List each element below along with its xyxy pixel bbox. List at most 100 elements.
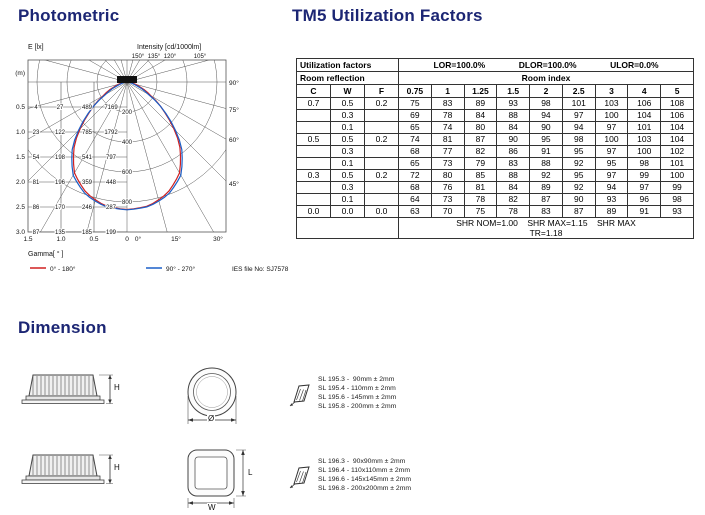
model-line: SL 195.4 - 110mm ± 2mm [318, 385, 396, 392]
x-tick: 0.5 [89, 236, 98, 243]
lux-value: 785 [82, 130, 93, 136]
table-cell: 99 [627, 169, 662, 182]
utilization-factors-header: Utilization factors [296, 58, 399, 72]
lux-value: 287 [106, 205, 117, 211]
ring-label: 600 [122, 170, 133, 176]
table-cell: 0.3 [330, 145, 365, 158]
table-cell: 98 [660, 193, 694, 206]
model-line: SL 196.6 - 145x145mm ± 2mm [318, 476, 412, 483]
x-tick: 0 [125, 236, 129, 243]
table-cell: 100 [627, 145, 662, 158]
ring-label: 800 [122, 200, 133, 206]
round-model-list: SL 195.3 - 90mm ± 2mm SL 195.4 - 110mm ±… [318, 375, 396, 411]
table-cell: 92 [529, 169, 563, 182]
cutout-section-icon [289, 466, 310, 489]
round-topview-drawing [187, 367, 237, 424]
table-cell: 104 [660, 133, 694, 146]
distance-tick: 0.5 [16, 104, 25, 111]
lux-value: 246 [82, 205, 93, 211]
lux-value: 1792 [104, 130, 118, 136]
table-cell: 78 [463, 193, 498, 206]
table-cell: 94 [594, 181, 629, 194]
table-cell: 87 [561, 205, 596, 218]
cut-outline [293, 466, 310, 485]
table-cell: 90 [561, 193, 596, 206]
distance-tick: 2.5 [16, 204, 25, 211]
meter-unit-label: (m) [15, 70, 25, 77]
table-cell: 97 [627, 181, 662, 194]
table-cell: 100 [594, 109, 629, 122]
table-cell: 93 [496, 97, 531, 110]
table-cell: 91 [627, 205, 662, 218]
angle-label: 0° [135, 235, 142, 243]
chart-frame [27, 59, 227, 233]
table-cell: 65 [398, 157, 432, 170]
lux-value: 797 [106, 155, 117, 161]
table-cell: 0.3 [330, 109, 365, 122]
square-sideview-drawing [21, 454, 113, 484]
table-cell: 78 [496, 205, 531, 218]
lux-value: 448 [106, 180, 117, 186]
shr-line-2: TR=1.18 [529, 228, 563, 238]
legend-red-label: 0° - 180° [50, 265, 76, 273]
table-cell [296, 193, 331, 206]
angle-label: 30° [213, 235, 223, 243]
table-cell: 0.2 [364, 133, 399, 146]
table-cell: 104 [660, 121, 694, 134]
arrow-head [290, 403, 294, 406]
table-cell: 70 [430, 205, 465, 218]
column-header: 1 [430, 84, 465, 98]
table-cell: 0.5 [296, 133, 331, 146]
table-cell: 73 [430, 193, 465, 206]
column-header: 2 [529, 84, 563, 98]
table-cell: 98 [529, 97, 563, 110]
utilization-factors-table: Utilization factors LOR=100.0% DLOR=100.… [296, 58, 694, 239]
length-dim-label: L [248, 468, 253, 477]
table-cell: 78 [430, 109, 465, 122]
table-cell [296, 145, 331, 158]
table-cell [296, 109, 331, 122]
table-cell: 74 [430, 121, 465, 134]
table-cell: 106 [627, 97, 662, 110]
legend-blue-label: 90° - 270° [166, 265, 195, 273]
table-cell: 95 [594, 157, 629, 170]
lux-value: 86 [33, 205, 40, 211]
model-line: SL 196.8 - 200x200mm ± 2mm [318, 485, 412, 492]
table-cell: 100 [660, 169, 694, 182]
table-cell: 0.5 [330, 133, 365, 146]
table-subheader-row: Room reflection Room index [296, 71, 694, 85]
dim-arrowheads [241, 450, 245, 496]
table-cell: 63 [398, 205, 432, 218]
distance-tick: 2.0 [16, 179, 25, 186]
cut-outline [293, 384, 310, 403]
model-line: SL 196.3 - 90x90mm ± 2mm [318, 458, 406, 465]
lux-value: 54 [33, 155, 40, 161]
table-cell: 0.2 [364, 169, 399, 182]
table-cell: 100 [594, 133, 629, 146]
cutout-section-icon [289, 384, 310, 407]
angle-label: 105° [194, 54, 207, 60]
lux-value: 185 [82, 230, 93, 236]
table-cell: 0.0 [364, 205, 399, 218]
table-cell: 82 [496, 193, 531, 206]
table-cell: 98 [627, 157, 662, 170]
model-line: SL 195.8 - 200mm ± 2mm [318, 403, 397, 410]
lux-value: 135 [55, 230, 66, 236]
table-cell: 81 [430, 133, 465, 146]
intensity-axis-label: Intensity [cd/1000lm] [137, 44, 201, 51]
body-step [25, 475, 101, 481]
table-cell: 95 [561, 145, 596, 158]
table-cell: 0.0 [330, 205, 365, 218]
angle-label: 150° [132, 54, 145, 60]
table-cell: 75 [398, 97, 432, 110]
column-header: C [296, 84, 331, 98]
heatsink-fins [32, 456, 94, 475]
square-topview-drawing [187, 449, 246, 508]
e-axis-label: E [lx] [28, 44, 44, 51]
lux-value: 23 [33, 130, 40, 136]
